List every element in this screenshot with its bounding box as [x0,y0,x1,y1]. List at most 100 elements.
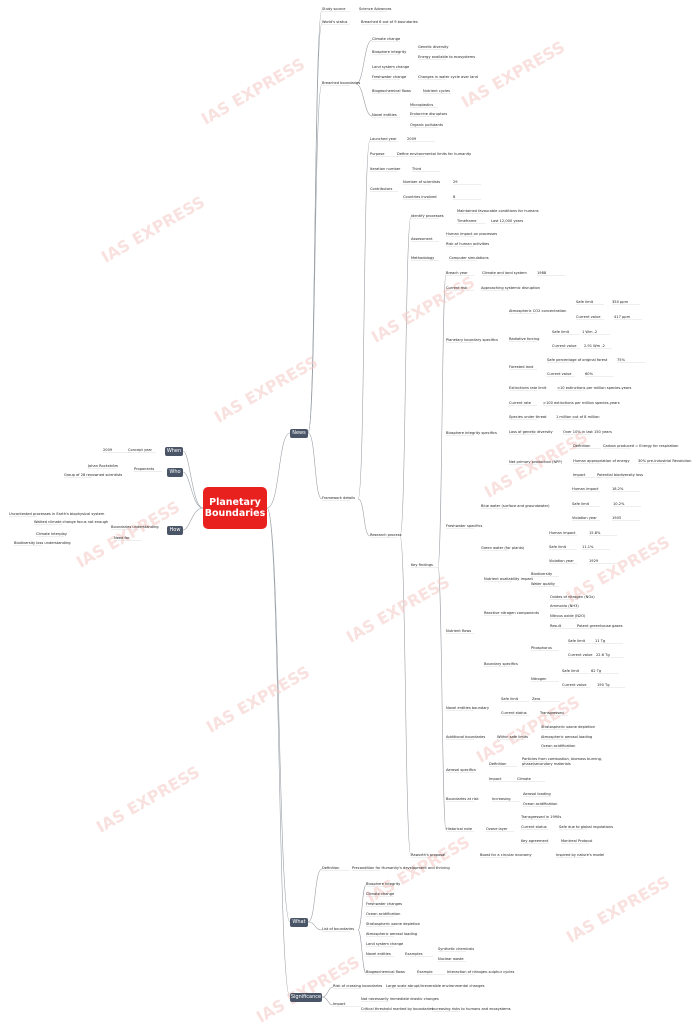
node-news-framework-research-key-novel-cur_v[interactable]: Transgressed [540,711,564,715]
node-what-examples[interactable]: Examples [405,952,423,956]
node-news-framework-research-key-aerosol-def_v2[interactable]: phase/secondary materials [522,762,571,766]
node-news-framework-research-key-breach-value[interactable]: Climate and land system [482,271,527,275]
node-news-framework-research-key-ozone-b_v[interactable]: Safe due to global regulations [559,825,613,829]
node-news-framework-research-key-fresh-green-hi_l[interactable]: Human impact [549,531,576,535]
node-news-framework-research-key-aerosol-label[interactable]: Aerosol specifics [446,768,476,772]
node-how-need_label[interactable]: Need for [114,536,130,540]
node-news-framework-research-key-bio-npp-hum_l[interactable]: Human appropriation of energy [573,459,630,463]
node-news-framework-iteration-value[interactable]: Third [412,167,422,171]
node-news-framework-research-key-nutrient-bsp-n-label[interactable]: Nitrogen [531,677,547,681]
node-news-framework-research-key-pbs-forest-label[interactable]: Forested land [509,365,534,369]
node-news-framework-research-key-novel-label[interactable]: Novel entities boundary [446,706,490,710]
node-what-ex2[interactable]: Nuclear waste [438,957,464,961]
node-what-def_v[interactable]: Precondition for Humanity's development … [352,866,450,870]
node-news-breached-biosphere-b[interactable]: Energy available to ecosystems [418,55,476,59]
node-news-framework-research-key-bio-ext-value[interactable]: <10 extinctions per million species-year… [557,386,632,390]
node-news-worlds_status-label[interactable]: World's status [322,20,348,24]
node-significance-risk_v[interactable]: Large scale abrupt/irreversible environm… [386,984,485,988]
node-news-framework-research-key-nutrient-avail-b[interactable]: Water quality [531,582,556,586]
node-news-framework-research-key-nutrient-bsp-n-safe_v[interactable]: 62 Tg [591,669,602,673]
node-news-framework-research-methodology-value[interactable]: Computer simulations [449,256,489,260]
node-who-label[interactable]: Proponents [134,467,155,471]
node-what-items-3[interactable]: Ocean acidification [366,912,401,916]
node-what-ex1[interactable]: Synthetic chemicals [438,947,475,951]
node-news-framework-research-identify-c[interactable]: Last 12,000 years [491,219,524,223]
node-news-framework-research-key-fresh-label[interactable]: Freshwater specifics [446,524,483,528]
branch-what[interactable]: What [290,918,308,927]
node-news-framework-research-key-additional-c[interactable]: Ocean acidification [541,744,576,748]
node-news-framework-research-methodology-label[interactable]: Methodology [411,256,435,260]
node-news-study_source-label[interactable]: Study source [322,7,346,11]
node-news-framework-research-key-ozone-c_l[interactable]: Key agreement [521,839,549,843]
node-news-framework-research-key-risk_ahead-inc[interactable]: Increasing [492,797,511,801]
node-news-framework-research-key-breach-year[interactable]: 1988 [537,271,547,275]
node-news-framework-purpose-label[interactable]: Purpose [370,152,385,156]
node-news-framework-research-key-pbs-forest-cur_l[interactable]: Current value [547,372,572,376]
node-news-framework-research-key-nutrient-reactive-d_l[interactable]: Result [550,624,562,628]
node-news-framework-research-key-bio-npp-imp_l[interactable]: Impact [573,473,586,477]
node-news-framework-launched-label[interactable]: Launched year [370,137,397,141]
node-what-items-0[interactable]: Biosphere integrity [366,882,401,886]
node-news-framework-research-key-pbs-forest-safe_v[interactable]: 75% [617,358,625,362]
node-news-framework-research-key-nutrient-label[interactable]: Nutrient flows [446,629,472,633]
node-news-framework-research-key-fresh-blue-label[interactable]: Blue water (surface and groundwater) [481,504,550,508]
node-news-framework-research-key-pbs-co2-cur_v[interactable]: 417 ppm [614,315,631,319]
node-news-framework-research-key-risk-value[interactable]: Approaching systemic disruption [481,286,540,290]
node-news-framework-research-key-novel-safe_v[interactable]: Zero [532,697,541,701]
node-what-items-1[interactable]: Climate change [366,892,395,896]
node-news-framework-contributors-sci_value[interactable]: 29 [453,180,458,184]
node-news-framework-research-key-bio-label[interactable]: Biosphere integrity specifics [446,431,497,435]
node-what-items-4[interactable]: Stratospheric ozone depletion [366,922,420,926]
node-what-def_l[interactable]: Definition [322,866,340,870]
node-news-framework-research-key-bio-npp-label[interactable]: Net primary production (NPP) [509,460,562,464]
node-news-breached-freshwater-label[interactable]: Freshwater change [372,75,407,79]
node-news-framework-research-key-pbs-co2-label[interactable]: Atmospheric CO2 concentration [509,309,567,313]
node-news-framework-research-key-ozone-label[interactable]: Historical note [446,827,473,831]
node-significance-a[interactable]: Not necessarily immediate drastic change… [361,997,439,1001]
node-news-framework-research-key-aerosol-imp_l[interactable]: Impact [489,777,502,781]
node-news-framework-research-key-nutrient-reactive-c[interactable]: Nitrous oxide (N2O) [550,614,586,618]
node-news-framework-research-identify-a[interactable]: Maintained favourable conditions for hum… [457,209,539,213]
branch-significance[interactable]: Significance [290,993,322,1002]
node-news-framework-research-key-pbs-co2-safe_l[interactable]: Safe limit [576,300,594,304]
node-what-items-6[interactable]: Land system change [366,942,404,946]
node-news-breached-biosphere-a[interactable]: Genetic diversity [418,45,449,49]
node-who-name[interactable]: Johan Rockström [88,464,119,468]
node-news-breached-biosphere-label[interactable]: Biosphere integrity [372,50,407,54]
node-news-framework-launched-value[interactable]: 2009 [407,137,417,141]
node-what-example[interactable]: Example [417,970,433,974]
node-news-framework-raworth-note[interactable]: Inspired by nature's model [556,853,605,857]
node-significance-risk_l[interactable]: Risk of crossing boundaries [333,984,383,988]
node-news-framework-research-assessment-a[interactable]: Human impact on processes [446,232,498,236]
node-news-breached-novel-label[interactable]: Novel entities [372,113,397,117]
node-news-framework-research-key-pbs-forest-cur_v[interactable]: 60% [585,372,593,376]
node-news-framework-research-key-pbs-rad-safe_v[interactable]: 1 Wm -2 [582,330,598,334]
branch-who[interactable]: Who [167,468,183,477]
node-what-biogeo_l[interactable]: Biogeochemical flows [366,970,405,974]
node-news-breached-biogeo-a[interactable]: Nutrient cycles [423,89,451,93]
node-what-novel_l[interactable]: Novel entities [366,952,391,956]
node-news-framework-research-key-bio-cur-label[interactable]: Current rate [509,401,531,405]
node-significance-b_l[interactable]: Critical threshold marked by boundaries [361,1007,434,1011]
node-news-framework-research-key-novel-safe_l[interactable]: Safe limit [501,697,519,701]
node-news-framework-research-key-pbs-rad-safe_l[interactable]: Safe limit [552,330,570,334]
node-news-framework-research-key-pbs-co2-cur_l[interactable]: Current value [576,315,601,319]
node-news-framework-research-key-ozone-b_l[interactable]: Current status [521,825,547,829]
node-news-framework-research-key-fresh-blue-hi_v[interactable]: 18.2% [612,487,624,491]
node-news-breached-novel-a[interactable]: Microplastics [410,103,434,107]
node-news-breached-land[interactable]: Land system change [372,65,410,69]
node-news-framework-research-key-fresh-green-label[interactable]: Green water (for plants) [481,546,525,550]
node-news-framework-research-key-nutrient-reactive-b[interactable]: Ammonia (NH3) [550,604,579,608]
node-news-framework-research-key-nutrient-bsp-n-safe_l[interactable]: Safe limit [562,669,580,673]
node-news-framework-research-key-nutrient-bsp-n-cur_l[interactable]: Current value [562,683,587,687]
node-how-item1[interactable]: Uncontested processes in Earth's biophys… [9,512,105,516]
node-news-framework-research-key-novel-cur_l[interactable]: Current status [501,711,527,715]
node-news-framework-research-key-fresh-green-yr_l[interactable]: Violation year [549,559,574,563]
node-news-framework-research-key-fresh-green-safe_v[interactable]: 11.1% [582,545,594,549]
node-news-framework-contributors-sci_label[interactable]: Number of scientists [403,180,441,184]
node-news-framework-research-key-additional-a[interactable]: Stratospheric ozone depletion [541,725,595,729]
node-news-framework-research-key-pbs-forest-safe_l[interactable]: Safe percentage of original forest [547,358,608,362]
node-news-framework-research-key-additional-b[interactable]: Atmospheric aerosol loading [541,735,593,739]
node-news-framework-research-key-nutrient-bsp-n-cur_v[interactable]: 190 Tg [597,683,610,687]
node-news-framework-research-key-pbs-rad-cur_v[interactable]: 2.91 Wm -2 [584,344,605,348]
